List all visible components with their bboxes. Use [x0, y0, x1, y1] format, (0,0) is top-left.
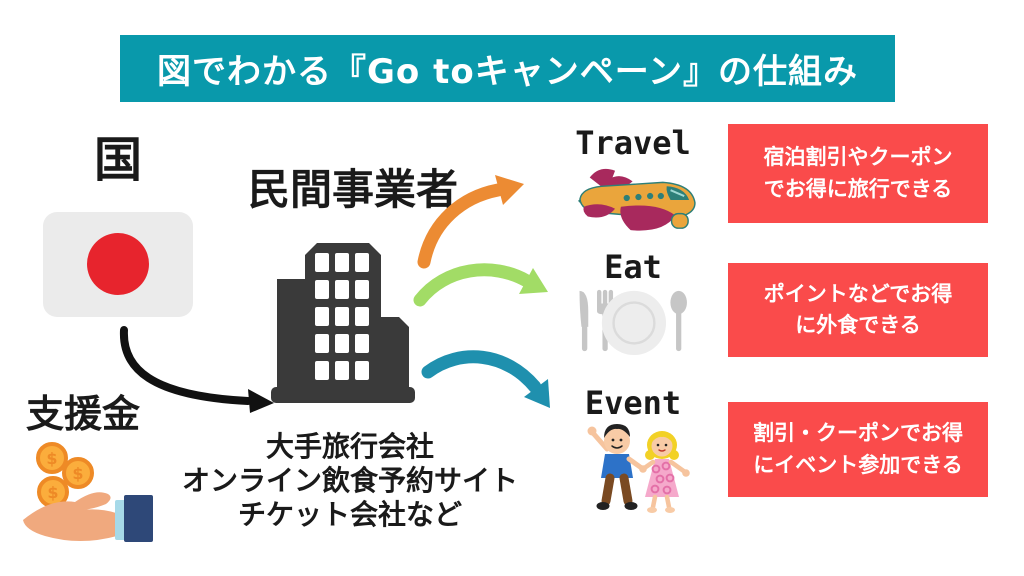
benefit-line: 宿泊割引やクーポン	[763, 145, 953, 169]
country-label: 国	[93, 132, 142, 188]
benefit-line: に外食できる	[795, 313, 921, 337]
building-icon	[269, 239, 417, 404]
coin-icon: $ $ $	[36, 442, 94, 508]
operator-examples: 大手旅行会社 オンライン飲食予約サイト チケット会社など	[155, 430, 545, 532]
flag-sun-circle	[87, 233, 149, 295]
benefit-box-event: 割引・クーポンでお得 にイベント参加できる	[728, 402, 988, 497]
subsidy-arrow	[119, 326, 274, 413]
hand-coins-icon: $ $ $	[20, 438, 155, 546]
benefit-line: ポイントなどでお得	[763, 281, 953, 306]
children-icon	[567, 416, 697, 516]
benefit-box-eat: ポイントなどでお得 に外食できる	[728, 263, 988, 357]
subsidy-label: 支援金	[26, 392, 141, 436]
benefit-line: 割引・クーポンでお得	[753, 421, 963, 445]
airplane-icon	[570, 160, 702, 236]
company-line: オンライン飲食予約サイト	[181, 464, 518, 498]
operator-label: 民間事業者	[247, 165, 458, 214]
svg-text:$: $	[47, 483, 58, 502]
japan-flag-icon	[43, 212, 193, 317]
travel-label: Travel	[575, 124, 691, 162]
benefit-box-travel: 宿泊割引やクーポン でお得に旅行できる	[728, 124, 988, 223]
page-title: 図でわかる『Go toキャンペーン』の仕組み	[156, 52, 858, 92]
title-banner: 図でわかる『Go toキャンペーン』の仕組み	[120, 35, 895, 102]
meal-icon	[570, 286, 695, 356]
svg-text:$: $	[46, 449, 57, 468]
event-arrow	[421, 350, 550, 408]
eat-label: Eat	[604, 248, 662, 286]
company-line: チケット会社など	[237, 498, 462, 532]
svg-text:$: $	[72, 464, 83, 483]
event-label: Event	[584, 384, 682, 422]
open-hand-shape	[23, 492, 117, 541]
company-line: 大手旅行会社	[265, 430, 434, 463]
eat-arrow	[413, 263, 548, 307]
benefit-line: にイベント参加できる	[753, 452, 963, 477]
benefit-line: でお得に旅行できる	[763, 176, 953, 201]
